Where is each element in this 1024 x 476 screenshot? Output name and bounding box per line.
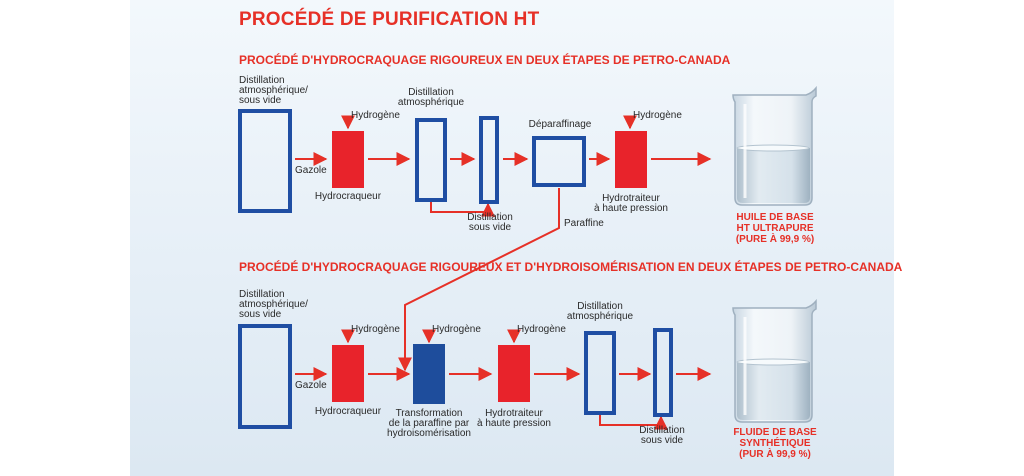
page-title: PROCÉDÉ DE PURIFICATION HT: [239, 9, 540, 30]
p2-feed-box: [238, 324, 292, 429]
p2-feed-label: Distillation atmosphérique/ sous vide: [239, 289, 308, 320]
p2-dist-atm-box: [584, 331, 616, 415]
p1-hydrogene-label-1: Hydrogène: [351, 110, 400, 121]
p1-gazole-label: Gazole: [295, 165, 327, 176]
p1-dist-vide-label: Distillation sous vide: [467, 212, 513, 233]
p1-hydrotraiteur-label: Hydrotraiteur à haute pression: [594, 193, 668, 214]
p2-hydrocraqueur-label: Hydrocraqueur: [314, 406, 382, 417]
p1-deparaffinage-box: [532, 136, 586, 187]
p2-gazole-label: Gazole: [295, 380, 327, 391]
process2-flow: [238, 324, 712, 430]
p1-hydrogene-label-2: Hydrogène: [633, 110, 682, 121]
p1-feed-box: [238, 109, 292, 213]
process1-subtitle: PROCÉDÉ D'HYDROCRAQUAGE RIGOUREUX EN DEU…: [239, 53, 731, 67]
p1-dist-vide-box: [479, 116, 499, 204]
p1-bottoms-line: [430, 202, 495, 217]
p1-output-label: HUILE DE BASE HT ULTRAPURE (PURE À 99,9 …: [735, 212, 815, 245]
p2-dist-vide-label: Distillation sous vide: [639, 425, 685, 446]
process1-flow: [238, 109, 712, 217]
p2-hydrogene-label-1: Hydrogène: [351, 324, 400, 335]
p1-hydrocraqueur-label: Hydrocraqueur: [314, 191, 382, 202]
p2-hydrocraqueur-box: [332, 345, 364, 402]
p1-hydrotraiteur-box: [615, 131, 647, 188]
p2-output-label: FLUIDE DE BASE SYNTHÉTIQUE (PUR À 99,9 %…: [733, 427, 817, 460]
p2-hydrogene-label-2: Hydrogène: [432, 324, 481, 335]
beaker-1-image: [732, 85, 817, 206]
p1-deparaffinage-label: Déparaffinage: [528, 119, 592, 130]
p2-hydrotraiteur-label: Hydrotraiteur à haute pression: [477, 408, 551, 429]
p2-transformation-box: [413, 344, 445, 404]
p2-bottoms-line: [599, 415, 668, 430]
p2-dist-atm-label: Distillation atmosphérique: [566, 301, 634, 322]
p1-feed-label: Distillation atmosphérique/ sous vide: [239, 75, 308, 106]
process2-subtitle: PROCÉDÉ D'HYDROCRAQUAGE RIGOUREUX ET D'H…: [239, 260, 903, 274]
p1-hydrocraqueur-box: [332, 131, 364, 188]
p1-dist-atm-label: Distillation atmosphérique: [397, 87, 465, 108]
p1-dist-atm-box: [415, 118, 447, 202]
p2-hydrogene-label-3: Hydrogène: [517, 324, 566, 335]
p1-paraffine-label: Paraffine: [564, 218, 604, 229]
beaker-2-image: [732, 298, 817, 423]
p2-hydrotraiteur-box: [498, 345, 530, 402]
p2-dist-vide-box: [653, 328, 673, 417]
paraffine-transfer-line: [398, 188, 560, 372]
p2-transformation-label: Transformation de la paraffine par hydro…: [387, 408, 471, 439]
